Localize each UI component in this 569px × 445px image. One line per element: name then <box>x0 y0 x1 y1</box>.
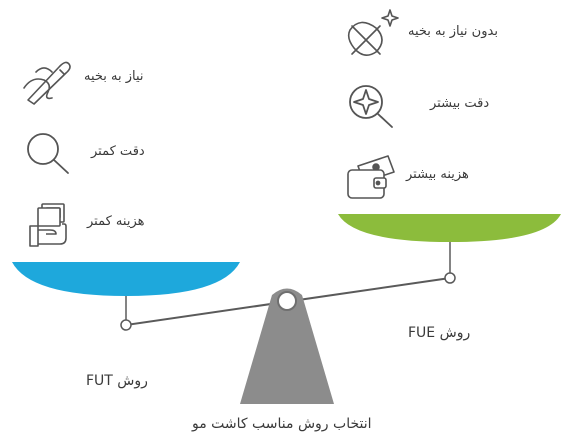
fulcrum <box>240 288 334 404</box>
feature-label-lower-cost: هزینه کمتر <box>87 214 145 229</box>
feature-label-higher-cost: هزینه بیشتر <box>406 167 469 182</box>
method-label-fue: روش FUE <box>408 325 471 341</box>
magnifier-sparkle-icon <box>346 82 396 130</box>
method-label-fut: روش FUT <box>86 373 148 389</box>
feature-label-more-precision: دقت بیشتر <box>430 96 490 111</box>
feature-label-less-precision: دقت کمتر <box>91 144 145 159</box>
left-joint <box>120 319 132 331</box>
needle-thread-icon <box>22 58 74 106</box>
feature-label-no-stitches: بدون نیاز به بخیه <box>408 24 498 39</box>
no-stitch-sparkle-icon <box>346 8 400 58</box>
right-joint <box>444 272 456 284</box>
left-pan <box>12 262 240 296</box>
magnifier-icon <box>24 130 72 176</box>
fulcrum-pivot <box>277 291 297 311</box>
right-pan <box>338 214 561 242</box>
feature-label-needs-stitches: نیاز به بخیه <box>84 69 144 84</box>
hand-money-icon <box>28 202 70 248</box>
diagram-caption: انتخاب روش مناسب کاشت مو <box>192 416 372 432</box>
wallet-money-icon <box>346 152 396 202</box>
